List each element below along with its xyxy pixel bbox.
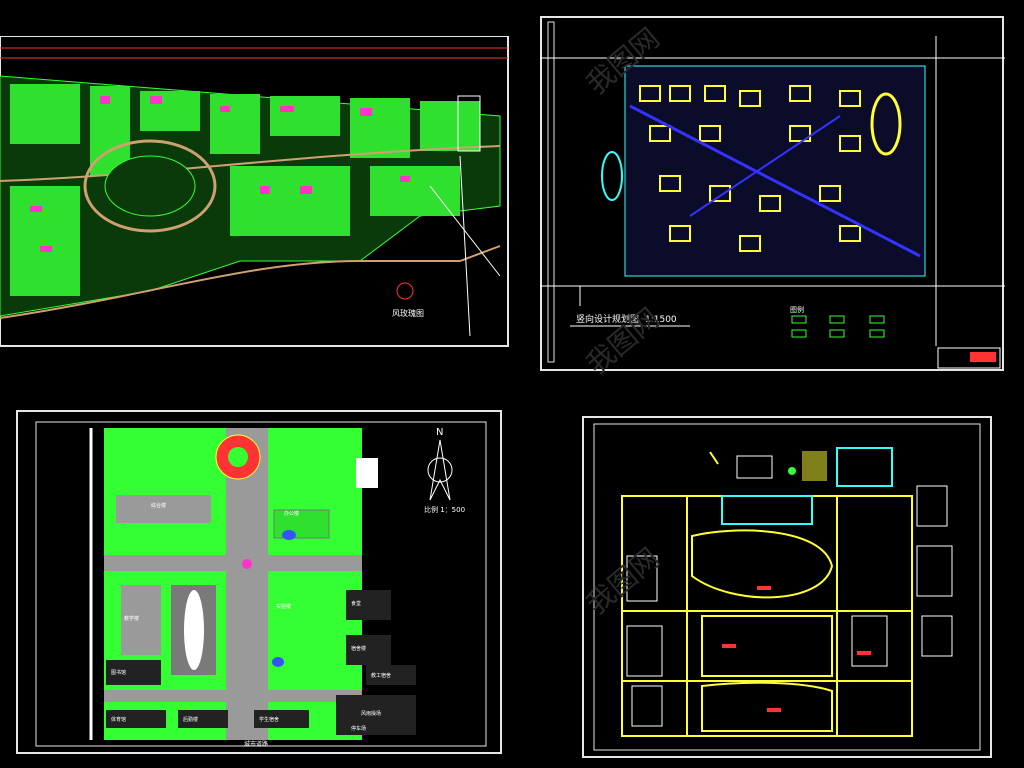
building-label-10: 学生宿舍 [259,716,279,723]
top-right-plan-drawing: 竖向设计规划图 1:1500 图例 [540,16,1005,371]
panel-bottom-right-master-plan [582,416,992,758]
north-label: N [436,427,443,438]
wind-rose-label: 风玫瑰图 [392,308,424,318]
building-label-8: 体育馆 [111,716,126,723]
plan-scale: 1:1500 [645,315,677,325]
bottom-left-plan-drawing: N 比例 1：500 城市道路 综合楼 办公楼 教学楼 实验楼 食堂 宿舍楼 图… [16,410,502,754]
building-label-11: 教工宿舍 [371,672,391,679]
bottom-right-plan-drawing [582,416,992,758]
building-label-9: 后勤楼 [183,716,198,723]
building-label-13: 停车场 [351,725,366,732]
building-label-7: 图书馆 [111,669,126,676]
plan-title: 竖向设计规划图 [576,313,639,325]
building-label-12: 风雨操场 [361,710,381,717]
panel-top-right-grading-plan: 竖向设计规划图 1:1500 图例 [540,16,1005,372]
building-label-2: 办公楼 [284,510,299,517]
building-label-6: 宿舍楼 [351,645,366,652]
legend-title: 图例 [790,305,804,314]
plan-scale-label: 比例 1：500 [424,505,465,514]
top-left-plan-drawing: 风玫瑰图 [0,36,509,347]
road-label: 城市道路 [244,740,268,748]
panel-top-left-site-plan: 风玫瑰图 [0,36,510,348]
building-label-5: 食堂 [351,600,361,607]
building-label-1: 综合楼 [151,502,166,509]
panel-bottom-left-campus-plan: N 比例 1：500 城市道路 综合楼 办公楼 教学楼 实验楼 食堂 宿舍楼 图… [16,410,502,754]
building-label-3: 教学楼 [124,615,139,622]
building-label-4: 实验楼 [276,603,291,610]
